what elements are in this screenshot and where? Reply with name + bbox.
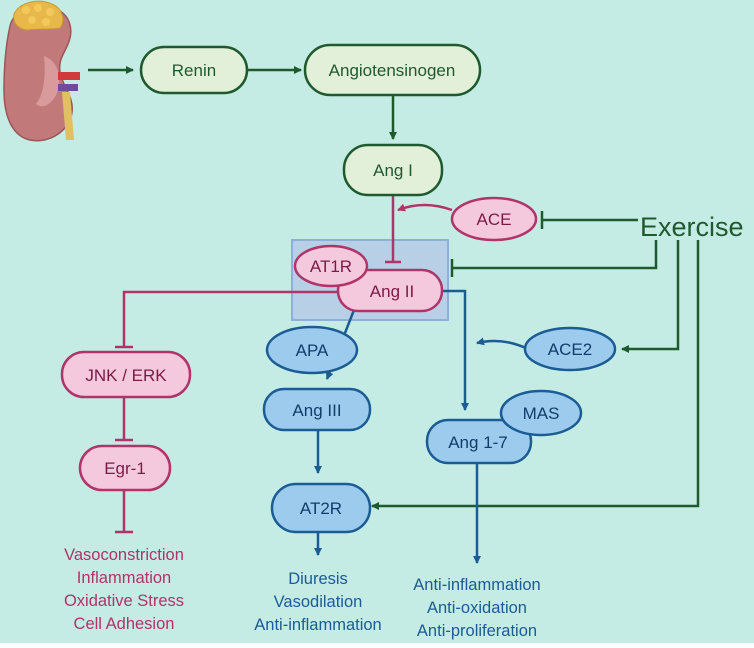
edge-exercise-ace2: [621, 240, 680, 353]
angiotensinogen-label: Angiotensinogen: [329, 61, 456, 80]
ang3-node: Ang III: [262, 387, 372, 432]
mas-label: MAS: [523, 404, 560, 423]
jnk-erk-node: JNK / ERK: [60, 350, 192, 399]
egr1-label: Egr-1: [104, 459, 146, 478]
at2r-node: AT2R: [270, 482, 372, 534]
jnk-erk-label: JNK / ERK: [85, 366, 167, 385]
edge-exercise-at2r: [371, 240, 700, 510]
ang17-label: Ang 1-7: [448, 433, 508, 452]
edge-ang2-jnk: [122, 290, 337, 347]
outcome-diuresis: Diuresis: [288, 570, 348, 588]
mas-node: MAS: [499, 389, 583, 437]
outcome-anti-oxidation: Anti-oxidation: [427, 599, 527, 617]
outcome-cell-adhesion: Cell Adhesion: [74, 615, 175, 633]
outcome-vasodilation: Vasodilation: [274, 593, 363, 611]
ace2-label: ACE2: [548, 340, 592, 359]
edge-ace2-ang17: [476, 337, 529, 351]
apa-node: APA: [265, 325, 359, 375]
edge-ang2-ang17: [442, 289, 469, 411]
ace-label: ACE: [477, 210, 512, 229]
ang3-label: Ang III: [292, 401, 341, 420]
ang17-outcomes: Anti-inflammation Anti-oxidation Anti-pr…: [413, 576, 540, 640]
outcome-inflammation: Inflammation: [77, 569, 171, 587]
at2r-outcomes: Diuresis Vasodilation Anti-inflammation: [254, 570, 381, 634]
edge-exercise-at1r: [452, 240, 658, 270]
at1r-outcomes: Vasoconstriction Inflammation Oxidative …: [64, 546, 184, 633]
ace2-node: ACE2: [523, 326, 617, 372]
at2r-label: AT2R: [300, 499, 342, 518]
exercise-label: Exercise: [640, 212, 744, 242]
apa-label: APA: [296, 341, 329, 360]
ang17-node: Ang 1-7: [425, 418, 533, 465]
edge-ace-ang1: [397, 203, 453, 212]
outcome-anti-inflammation-at2r: Anti-inflammation: [254, 616, 381, 634]
outcome-vasoconstriction: Vasoconstriction: [64, 546, 184, 564]
ang1-node: Ang I: [342, 143, 444, 197]
renin-label: Renin: [172, 61, 216, 80]
outcome-oxidative-stress: Oxidative Stress: [64, 592, 184, 610]
egr1-node: Egr-1: [78, 444, 172, 492]
kidney-adrenal-icon: [3, 0, 80, 142]
angiotensinogen-node: Angiotensinogen: [303, 43, 482, 97]
renin-node: Renin: [139, 45, 249, 95]
outcome-anti-proliferation: Anti-proliferation: [417, 622, 537, 640]
at1r-node: AT1R: [293, 244, 369, 288]
ang1-label: Ang I: [373, 161, 413, 180]
ace-node: ACE: [450, 196, 538, 242]
ang2-node: Ang II: [336, 268, 444, 313]
ang2-label: Ang II: [370, 282, 414, 301]
at1r-label: AT1R: [310, 257, 352, 276]
outcome-anti-inflammation-ang17: Anti-inflammation: [413, 576, 540, 594]
